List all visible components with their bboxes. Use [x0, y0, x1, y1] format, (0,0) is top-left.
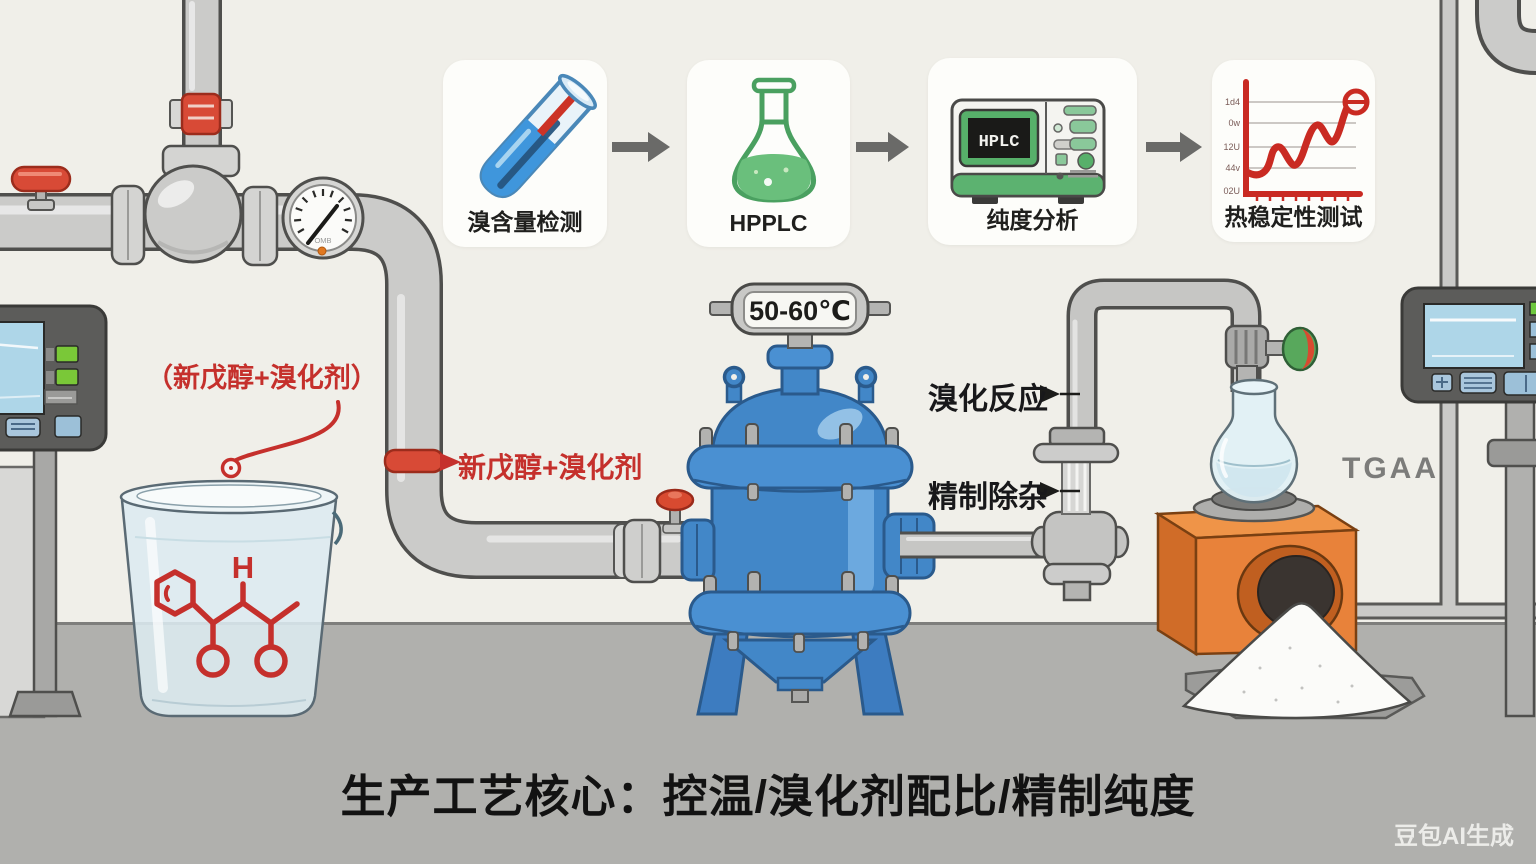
round-bottom-flask — [1209, 378, 1299, 504]
chart-y-tick: 0w — [1228, 118, 1240, 128]
right-pipework — [900, 278, 1319, 602]
post-base — [8, 690, 82, 718]
left-control-panel — [0, 304, 108, 719]
reactor-lower-flange — [688, 571, 912, 653]
panel-post — [32, 444, 58, 718]
right-control-panel — [1400, 286, 1536, 718]
card-label: 热稳定性测试 — [1224, 204, 1363, 230]
red-clamp-valve-icon — [169, 92, 233, 136]
tga-label: TGAA — [1342, 452, 1439, 485]
bromination-arrow-icon — [1040, 385, 1060, 403]
raw-material-bucket: H — [119, 400, 343, 718]
watermark: 豆包AI生成 — [1394, 823, 1514, 850]
orange-block-side — [1156, 511, 1198, 657]
drain-stub — [791, 689, 809, 703]
label-pointer-arrows — [1040, 385, 1080, 500]
green-flask-icon — [732, 77, 816, 203]
blue-button — [1529, 343, 1536, 360]
bromination-step-label: 溴化反应 — [928, 383, 1048, 416]
molecule-structure — [154, 569, 300, 678]
callout-line — [230, 400, 341, 465]
card-label: 溴含量检测 — [467, 209, 583, 235]
card-thermal-stability: 热稳定性测试 — [1212, 60, 1375, 242]
reactor: 50-60℃ — [680, 282, 936, 716]
blue-button — [1529, 321, 1536, 338]
corner-pipe-icon — [1475, 0, 1536, 75]
refining-step-label: 精制除杂 — [928, 481, 1048, 514]
blue-button — [5, 417, 41, 438]
gauge-ticks — [294, 189, 352, 234]
panel-slider — [46, 348, 54, 361]
post-clamp — [1486, 438, 1536, 468]
chart-y-tick: 1d4 — [1225, 97, 1240, 107]
bucket-callout-label: （新戊醇+溴化剂） — [146, 363, 378, 393]
card-label: 纯度分析 — [986, 207, 1079, 233]
pipe-label-arrow-icon — [440, 453, 461, 471]
chart-y-tick: 12U — [1223, 142, 1240, 152]
flow-arrow-icon — [612, 132, 1202, 162]
gauge-text: OMB — [314, 236, 331, 245]
green-button — [55, 368, 79, 386]
hplc-instrument-icon: HPLC — [950, 98, 1106, 204]
tee-valve-body — [1042, 510, 1118, 570]
red-tee-handle-valve-icon — [10, 165, 72, 211]
card-label: HPPLC — [729, 210, 808, 236]
refining-arrow-icon — [1040, 482, 1060, 500]
blue-button — [1503, 371, 1536, 396]
bucket-handle — [331, 510, 343, 546]
hplc-screen-text: HPLC — [979, 133, 1020, 152]
green-button — [55, 345, 79, 363]
card-hplc-flask: HPPLC — [687, 60, 850, 247]
blue-button — [54, 415, 82, 438]
test-tube-icon — [479, 73, 597, 198]
chart-series-line — [1243, 96, 1356, 179]
flask-station — [1153, 378, 1426, 720]
panel-screen — [0, 321, 45, 415]
temperature-display: 50-60℃ — [709, 282, 891, 336]
chart-y-tick: 44v — [1225, 163, 1240, 173]
gauge-dot — [317, 246, 327, 256]
panel-screen — [1423, 303, 1525, 369]
lifting-eyelet-icon — [722, 365, 878, 404]
molecule-hydrogen-label: H — [232, 550, 254, 585]
red-band-marker — [383, 448, 461, 474]
gauge-needle — [306, 204, 339, 245]
chart-x-ticks — [1255, 195, 1350, 201]
powder-speckles — [1242, 646, 1354, 704]
panel-slider — [46, 371, 54, 384]
line-chart-icon: 1d4 0w 12U 44v 02U — [1223, 79, 1370, 201]
left-pipework: OMB — [0, 0, 700, 584]
flask-feed-valve — [1224, 324, 1319, 372]
column-flange — [1032, 442, 1120, 464]
pipe-flow-label: 新戊醇+溴化剂 — [458, 452, 643, 483]
reactor-upper-flange — [686, 423, 914, 501]
chart-axes — [1243, 79, 1363, 197]
temperature-value: 50-60℃ — [749, 296, 851, 326]
powder-pile — [1181, 602, 1413, 720]
headline: 生产工艺核心：控温/溴化剂配比/精制纯度 — [340, 771, 1196, 822]
globe-valve-body — [143, 144, 243, 264]
chart-y-tick: 02U — [1223, 186, 1240, 196]
green-button — [1529, 301, 1536, 316]
pressure-gauge: OMB — [281, 176, 365, 260]
